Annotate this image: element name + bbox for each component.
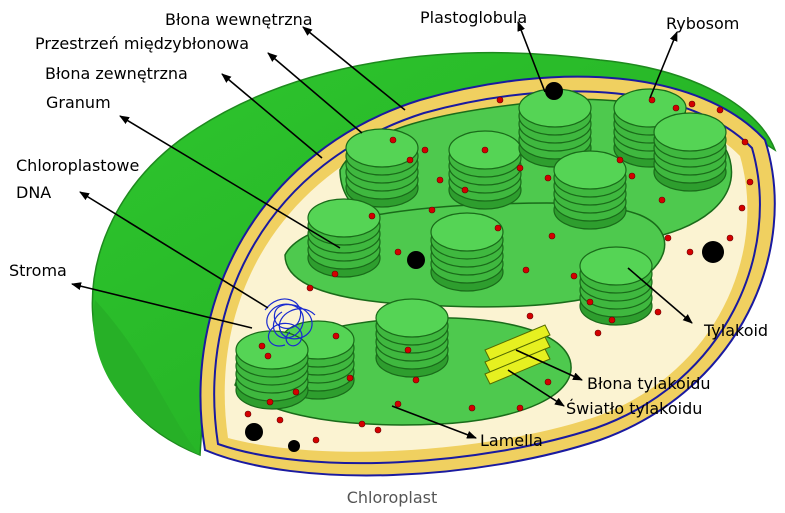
figure-caption: Chloroplast: [347, 488, 438, 507]
label-dna-line1: Chloroplastowe: [16, 156, 139, 175]
label-intermembrane-space: Przestrzeń międzybłonowa: [35, 34, 249, 53]
label-granum: Granum: [46, 93, 111, 112]
label-thylakoid: Tylakoid: [703, 321, 768, 340]
label-ribosome: Rybosom: [666, 14, 739, 33]
label-lamella: Lamella: [480, 431, 543, 450]
label-thylakoid-lumen: Światło tylakoidu: [566, 399, 702, 418]
label-inner-membrane: Błona wewnętrzna: [165, 10, 313, 29]
label-dna-line2: DNA: [16, 183, 51, 202]
label-stroma: Stroma: [9, 261, 67, 280]
label-outer-membrane: Błona zewnętrzna: [45, 64, 188, 83]
label-plastoglobule: Plastoglobula: [420, 8, 527, 27]
label-thylakoid-membrane: Błona tylakoidu: [587, 374, 711, 393]
